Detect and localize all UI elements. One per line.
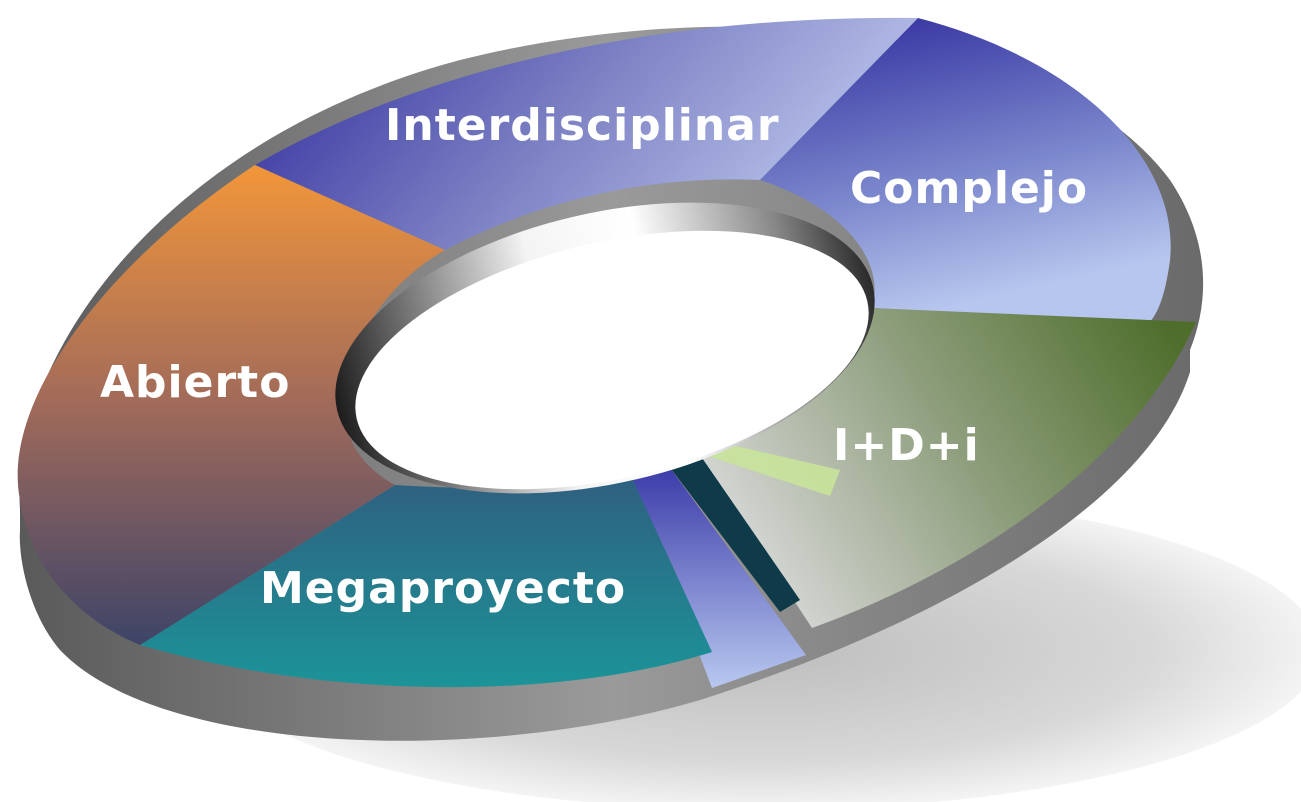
segment-gap-dark <box>668 455 800 612</box>
idi-highlight <box>705 440 840 496</box>
segment-gap-pale <box>632 465 806 688</box>
label-abierto: Abierto <box>100 357 290 408</box>
segment-abierto <box>17 165 446 645</box>
segment-complejo <box>760 18 1171 322</box>
label-megaproyecto: Megaproyecto <box>260 563 626 614</box>
label-complejo: Complejo <box>850 163 1088 214</box>
segment-megaproyecto <box>140 478 712 688</box>
hole-opening <box>355 230 869 490</box>
label-idi: I+D+i <box>833 420 980 471</box>
label-interdisciplinar: Interdisciplinar <box>385 100 780 151</box>
segment-interdisciplinar <box>255 17 918 250</box>
